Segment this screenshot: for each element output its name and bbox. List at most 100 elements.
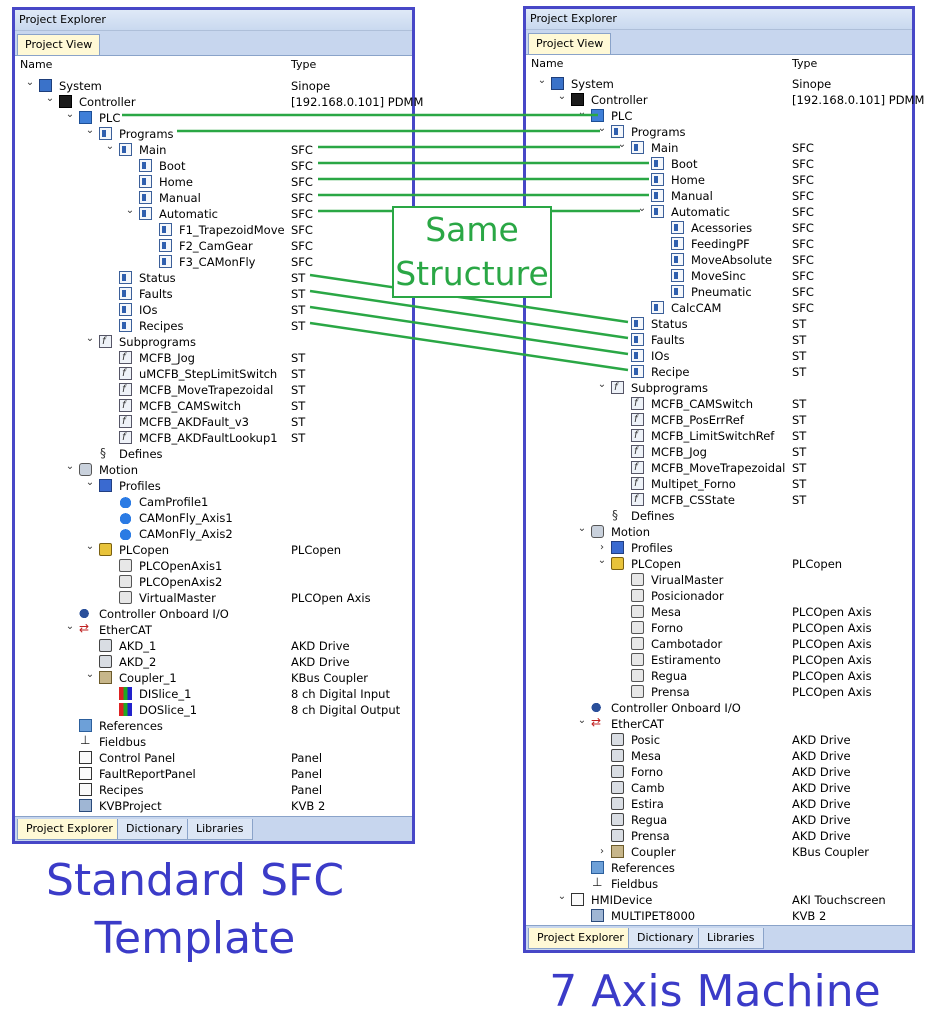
expand-arrow-icon[interactable]: ⌄ — [617, 139, 627, 150]
expand-arrow-icon[interactable]: ⌄ — [637, 203, 647, 214]
right-tree-row[interactable]: ⌄PLC — [526, 107, 912, 124]
left-tree-row[interactable]: PLCOpenAxis1 — [15, 558, 412, 574]
expand-arrow-icon[interactable]: ⌄ — [85, 477, 95, 488]
expand-arrow-icon[interactable]: ⌄ — [65, 461, 75, 472]
expand-arrow-icon[interactable]: ⌄ — [65, 109, 75, 120]
right-tree-row[interactable]: ⌄Subprograms — [526, 379, 912, 396]
expand-arrow-icon[interactable]: ⌄ — [577, 107, 587, 118]
left-col-type[interactable]: Type — [291, 58, 317, 71]
expand-arrow-icon[interactable]: ⌄ — [85, 541, 95, 552]
left-tree-row[interactable]: ⌄PLC — [15, 109, 412, 126]
right-btab-dictionary[interactable]: Dictionary — [628, 928, 703, 949]
left-col-name[interactable]: Name — [20, 58, 53, 71]
left-tree-row[interactable]: ⌄Subprograms — [15, 333, 412, 350]
left-tree-row[interactable]: CamProfile1 — [15, 494, 412, 510]
right-col-name[interactable]: Name — [531, 57, 564, 70]
expand-arrow-icon[interactable]: ⌄ — [557, 91, 567, 102]
left-tree-row[interactable]: ⌄Controller[192.168.0.101] PDMM — [15, 93, 424, 110]
left-tree-row[interactable]: Controller Onboard I/O — [15, 606, 412, 622]
expand-arrow-icon[interactable]: ⌄ — [125, 205, 135, 216]
right-tree-row[interactable]: VirualMaster — [526, 572, 912, 588]
left-btab-project-explorer[interactable]: Project Explorer — [17, 819, 122, 840]
right-btab-libraries[interactable]: Libraries — [698, 928, 764, 949]
expand-arrow-icon[interactable]: ⌄ — [25, 77, 35, 88]
left-tree-row[interactable]: ⌄Motion — [15, 461, 412, 478]
right-tree-row[interactable]: ›Profiles — [526, 540, 912, 556]
expand-arrow-icon[interactable]: ⌄ — [597, 555, 607, 566]
left-tree-row[interactable]: PLCOpenAxis2 — [15, 574, 412, 590]
right-tree-row[interactable]: Controller Onboard I/O — [526, 700, 912, 716]
expand-arrow-icon[interactable]: ⌄ — [85, 125, 95, 136]
collapse-arrow-icon[interactable]: › — [600, 846, 604, 857]
left-tree-row[interactable]: ⌄EtherCAT — [15, 620, 412, 638]
collapse-arrow-icon[interactable]: › — [600, 542, 604, 553]
right-tree-row[interactable]: ⌄Controller[192.168.0.101] PDMM — [526, 91, 925, 108]
left-tree-row[interactable]: ⌄Programs — [15, 125, 412, 142]
right-tree-row[interactable]: ⌄Programs — [526, 123, 912, 140]
left-btab-libraries[interactable]: Libraries — [187, 819, 253, 840]
left-tree-row[interactable]: Defines — [15, 445, 412, 462]
left-tree-row[interactable]: CAMonFly_Axis1 — [15, 510, 412, 526]
right-tree-row[interactable]: Defines — [526, 507, 912, 524]
left-tree-row[interactable]: Fieldbus — [15, 732, 412, 750]
left-btab-dictionary[interactable]: Dictionary — [117, 819, 192, 840]
right-tree-row[interactable]: References — [526, 860, 912, 876]
right-btab-project-explorer[interactable]: Project Explorer — [528, 928, 633, 949]
expand-arrow-icon[interactable]: ⌄ — [85, 669, 95, 680]
expand-arrow-icon[interactable]: ⌄ — [537, 75, 547, 86]
right-tree-row[interactable]: ⌄EtherCAT — [526, 714, 912, 732]
